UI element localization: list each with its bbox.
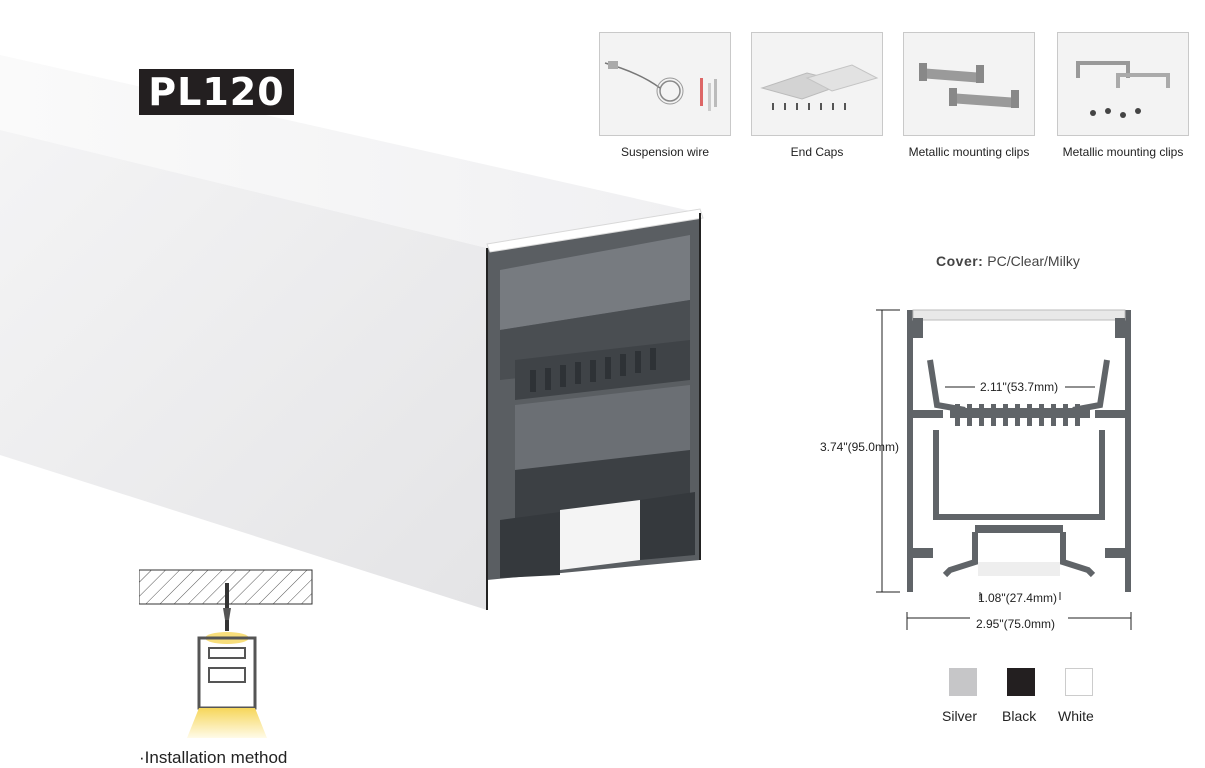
white-swatch (1065, 668, 1093, 696)
accessory-label-mounting-clips-1: Metallic mounting clips (908, 145, 1030, 159)
model-badge: PL120 (139, 69, 294, 115)
silver-swatch (949, 668, 977, 696)
cover-heading: Cover: (936, 253, 984, 269)
dimension-height: 3.74"(95.0mm) (820, 440, 899, 454)
dimension-outer-width: 2.95"(75.0mm) (976, 617, 1055, 631)
mounting-clips-thumbnail-2 (1057, 32, 1189, 136)
installation-illustration (139, 569, 313, 738)
installation-method-label: ·Installation method (139, 748, 288, 767)
accessory-label-suspension-wire: Suspension wire (620, 145, 710, 159)
cross-section-drawing (876, 309, 1132, 630)
mounting-clips-thumbnail-1 (903, 32, 1035, 136)
dimension-bottom-opening: 1.08"(27.4mm) (978, 591, 1057, 605)
product-render-image (0, 55, 704, 610)
black-swatch (1007, 668, 1035, 696)
accessory-label-mounting-clips-2: Metallic mounting clips (1062, 145, 1184, 159)
dimension-inner-width: 2.11"(53.7mm) (980, 380, 1059, 394)
white-label: White (1058, 708, 1094, 724)
accessory-label-end-caps: End Caps (790, 145, 844, 159)
cover-value: PC/Clear/Milky (987, 253, 1080, 269)
black-label: Black (1002, 708, 1037, 724)
suspension-wire-thumbnail (599, 32, 731, 136)
end-caps-thumbnail (751, 32, 883, 136)
silver-label: Silver (942, 708, 978, 724)
cover-spec: Cover: PC/Clear/Milky (936, 253, 1080, 269)
